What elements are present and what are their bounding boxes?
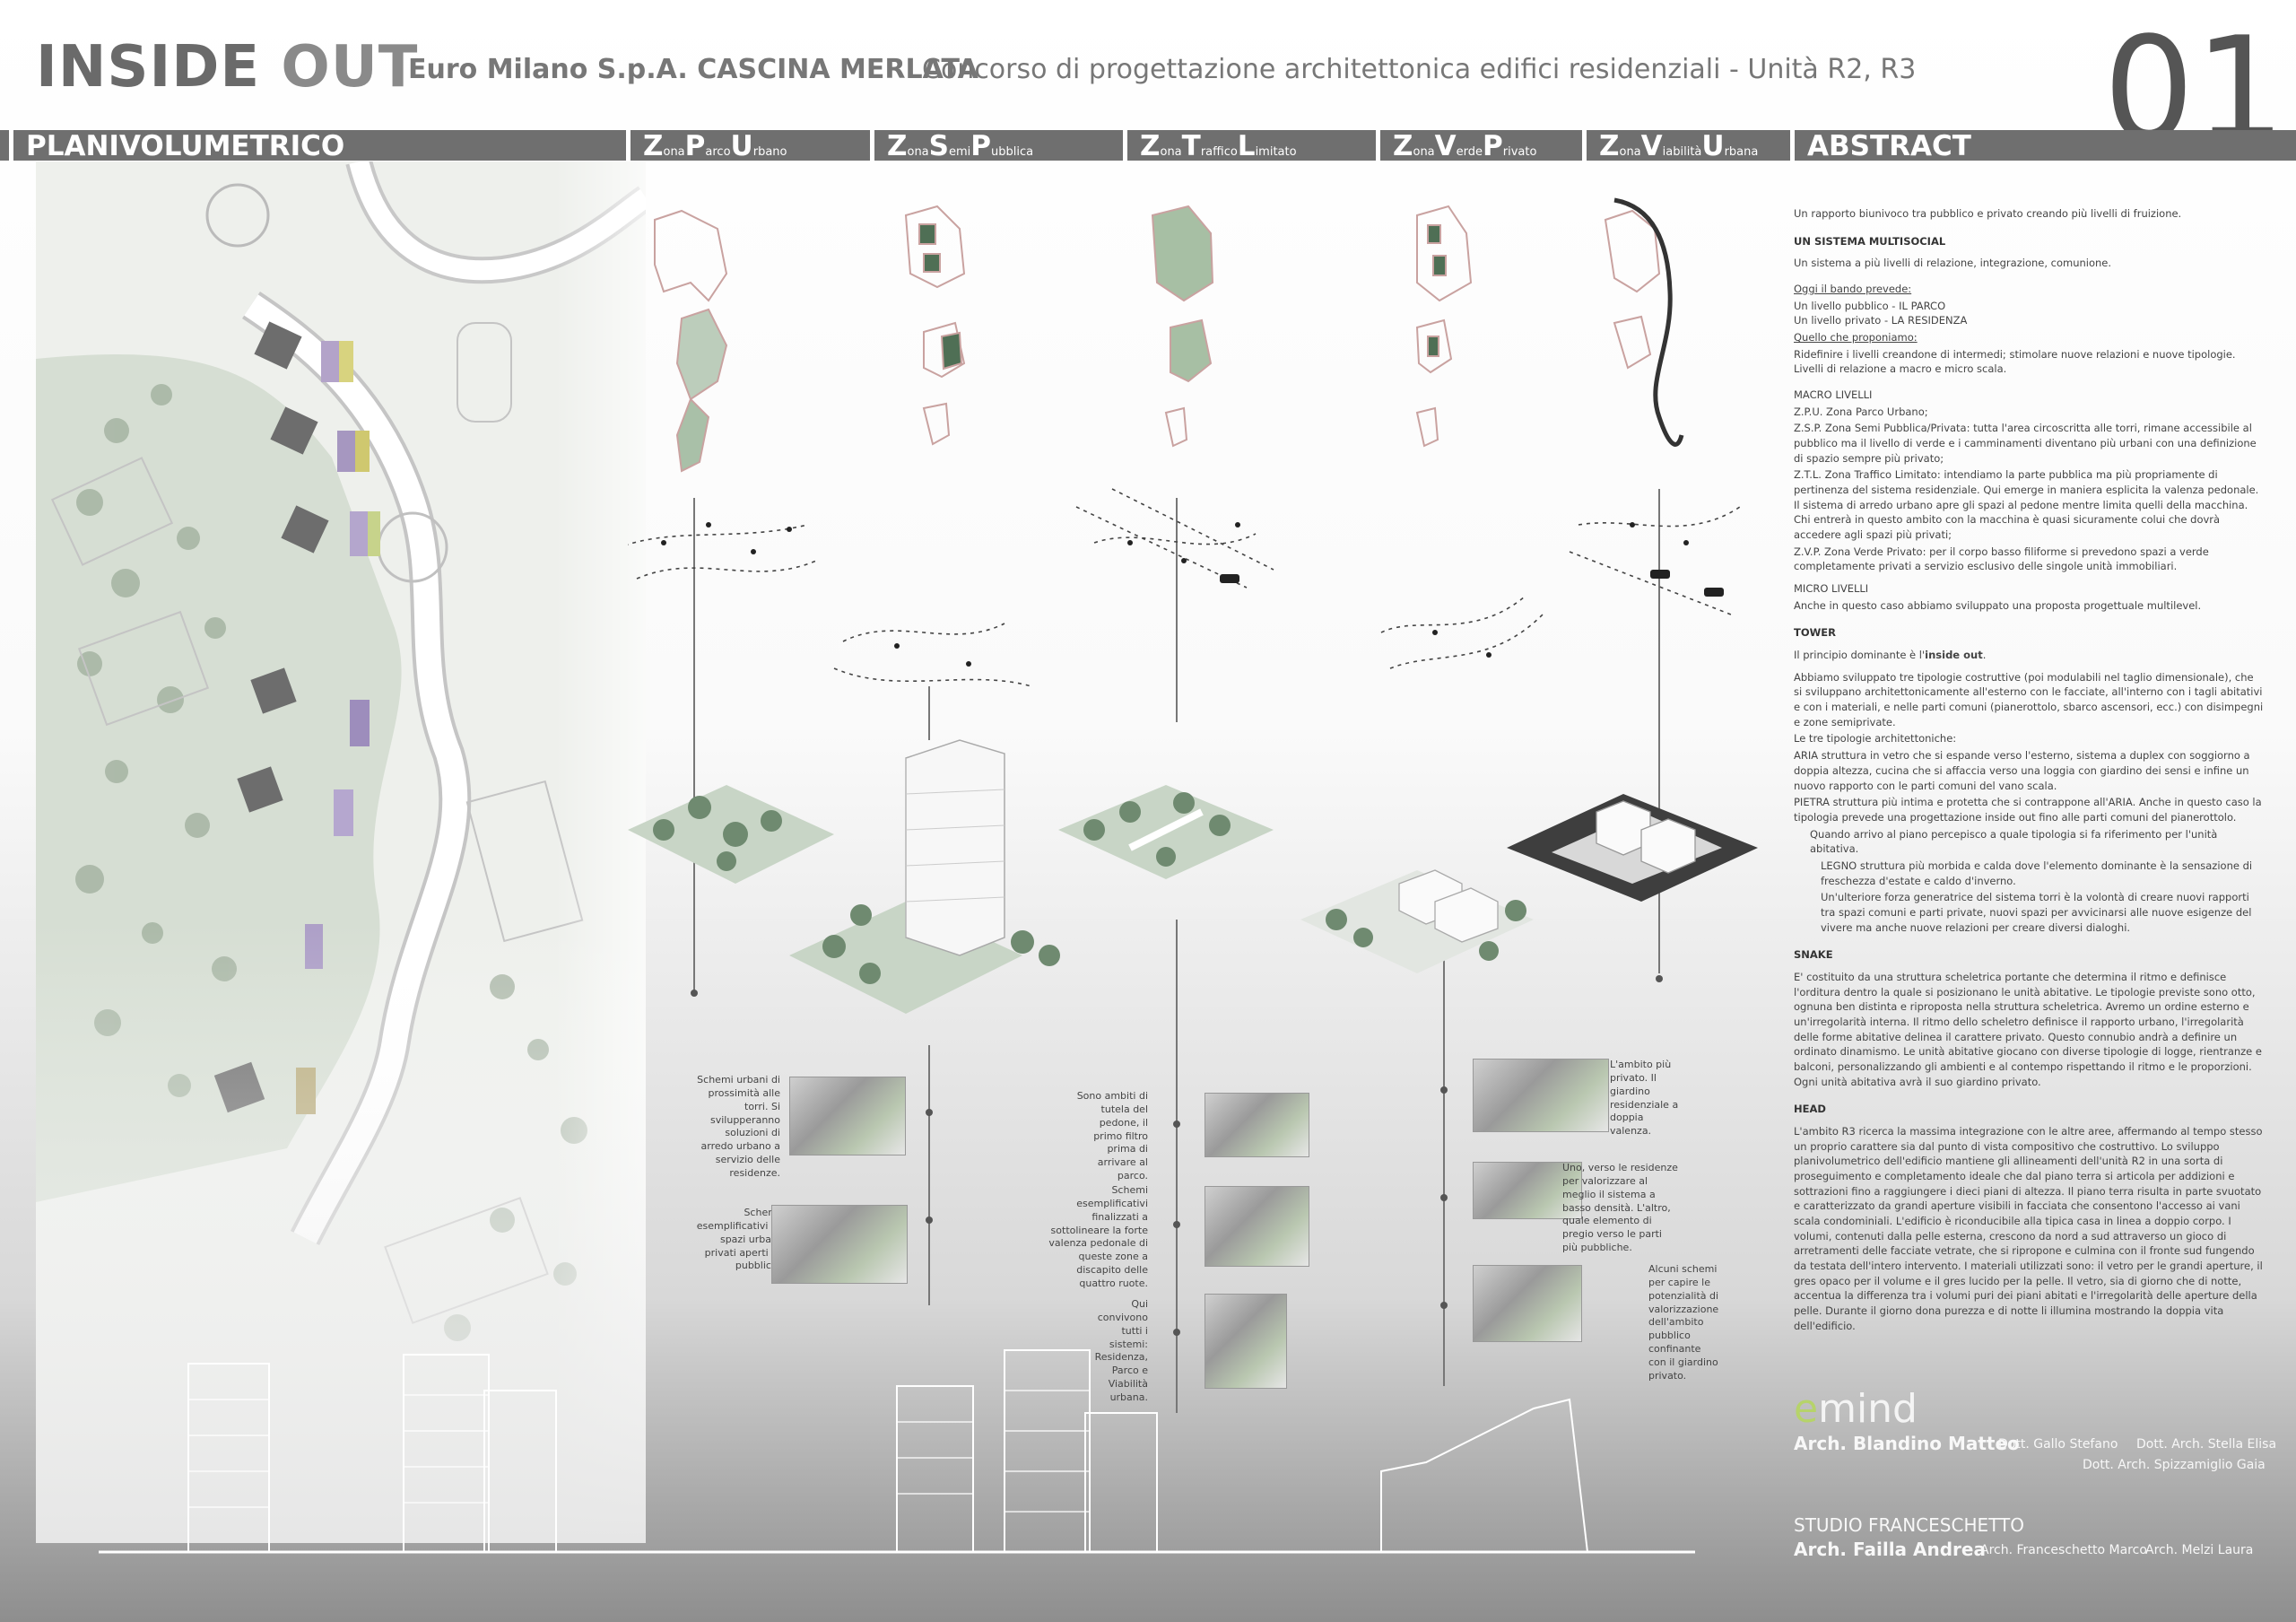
micro-text: Anche in questo caso abbiamo sviluppato …	[1794, 598, 2202, 612]
bando-2: Un livello privato - LA RESIDENZA	[1794, 314, 1968, 327]
section-band: PLANIVOLUMETRICO ZonaParcoUrbano ZonaSem…	[0, 130, 2296, 162]
macro-zpu: Z.P.U. Zona Parco Urbano;	[1794, 405, 1928, 418]
label-planivolumetrico: PLANIVOLUMETRICO	[9, 130, 619, 162]
site-plan-map	[36, 161, 646, 1543]
label-zone-zvp: ZonaVerdePrivato	[1376, 130, 1582, 162]
photo-zpu-1	[789, 1077, 906, 1155]
zones-diagram	[628, 197, 1758, 1413]
macro-zsp: Z.S.P. Zona Semi Pubblica/Privata: tutta…	[1794, 422, 2257, 465]
macro-ztl: Z.T.L. Zona Traffico Limitato: intendiam…	[1794, 468, 2259, 542]
contest-title: Concorso di progettazione architettonica…	[922, 54, 1917, 85]
tower-text: Abbiamo sviluppato tre tipologie costrut…	[1794, 670, 2264, 728]
zvu-outline	[1604, 197, 1684, 447]
caption-zvp-2: Uno, verso le residenze per valorizzare …	[1562, 1162, 1678, 1254]
macro-heading: MACRO LIVELLI	[1794, 388, 1873, 402]
label-zone-zpu: ZonaParcoUrbano	[626, 130, 870, 162]
photo-ztl-3	[1205, 1294, 1287, 1389]
label-zone-zsp: ZonaSemiPubblica	[870, 130, 1123, 162]
abstract-text: Un rapporto biunivoco tra pubblico e pri…	[1794, 206, 2265, 1340]
caption-zvp-1: L'ambito più privato. Il giardino reside…	[1610, 1059, 1679, 1138]
snake-text: E' costituito da una struttura scheletri…	[1794, 970, 2262, 1088]
label-zone-ztl: ZonaTrafficoLimitato	[1123, 130, 1376, 162]
credit-1: Dott. Gallo Stefano	[1998, 1437, 2118, 1452]
credit-5: Arch. Melzi Laura	[2145, 1543, 2254, 1557]
title-out: OUT	[281, 34, 419, 100]
credit-studio: STUDIO FRANCESCHETTO	[1794, 1514, 2024, 1536]
photo-zvp-2	[1473, 1162, 1582, 1219]
zpu-axo	[628, 785, 834, 884]
type-quando: Quando arrivo al piano percepisco a qual…	[1810, 827, 2218, 856]
label-zone-zvu: ZonaViabilitàUrbana	[1582, 130, 1790, 162]
multisocial-text: Un sistema a più livelli di relazione, i…	[1794, 257, 2112, 270]
caption-ztl-1: Sono ambiti di tutela del pedone, il pri…	[1076, 1090, 1148, 1182]
caption-zpu-2: Schemi esemplificativi di spazi urbani p…	[696, 1207, 780, 1272]
caption-zvp-3: Alcuni schemi per capire le potenzialità…	[1648, 1263, 1719, 1382]
label-abstract: ABSTRACT	[1790, 130, 2095, 162]
credit-4: Arch. Franceschetto Marco	[1980, 1543, 2147, 1557]
proposta-heading: Quello che proponiamo:	[1794, 331, 1918, 344]
type-legno: LEGNO struttura più morbida e calda dove…	[1821, 859, 2253, 887]
photo-ztl-1	[1205, 1093, 1309, 1157]
tower-ulteriore: Un'ulteriore forza generatrice del siste…	[1821, 891, 2252, 934]
circulation-sketches	[628, 488, 1741, 687]
guide-dots	[691, 975, 1663, 1336]
tower-principle: Il principio dominante è l'inside out.	[1794, 649, 1987, 662]
proposta-1: Ridefinire i livelli creandone di interm…	[1794, 347, 2236, 361]
photo-zvp-1	[1473, 1059, 1609, 1132]
caption-ztl-2: Schemi esemplificativi finalizzati a sot…	[1048, 1184, 1148, 1289]
head-heading: HEAD	[1794, 1103, 1826, 1116]
people-figures	[661, 522, 1724, 667]
skyline-elevation	[99, 1349, 1695, 1554]
macro-zvp: Z.V.P. Zona Verde Privato: per il corpo …	[1794, 545, 2209, 573]
zvu-axo	[1507, 794, 1758, 902]
credit-lead: Arch. Blandino Matteo	[1794, 1433, 2020, 1454]
photo-ztl-2	[1205, 1186, 1309, 1267]
zvp-axo	[1300, 869, 1534, 973]
credit-3: Dott. Arch. Spizzamiglio Gaia	[2083, 1458, 2266, 1472]
credit-lead-2: Arch. Failla Andrea	[1794, 1539, 1986, 1560]
zsp-axo	[789, 739, 1060, 1014]
ztl-axo	[1058, 785, 1274, 879]
snake-heading: SNAKE	[1794, 948, 1833, 962]
project-title: INSIDE OUT	[36, 34, 418, 100]
zsp-outline	[904, 205, 966, 446]
title-inside: INSIDE	[36, 34, 261, 100]
type-pietra: PIETRA struttura più intima e protetta c…	[1794, 796, 2262, 824]
bando-1: Un livello pubblico - IL PARCO	[1794, 299, 1946, 312]
bando-heading: Oggi il bando prevede:	[1794, 283, 1912, 296]
zpu-outline	[654, 209, 728, 473]
emind-logo: emind	[1794, 1386, 1918, 1432]
multisocial-heading: UN SISTEMA MULTISOCIAL	[1794, 234, 1946, 248]
tower-types: Le tre tipologie architettoniche:	[1794, 732, 1957, 746]
ztl-outline	[1151, 205, 1214, 448]
credit-2: Dott. Arch. Stella Elisa	[2136, 1437, 2277, 1452]
client-title: Euro Milano S.p.A. CASCINA MERLATA	[408, 54, 978, 85]
type-aria: ARIA struttura in vetro che si espande v…	[1794, 749, 2250, 792]
proposta-2: Livelli di relazione a macro e micro sca…	[1794, 362, 2007, 376]
tower-heading: TOWER	[1794, 626, 1837, 640]
photo-zvp-3	[1473, 1265, 1582, 1342]
micro-heading: MICRO LIVELLI	[1794, 582, 1869, 596]
caption-ztl-3: Qui convivono tutti i sistemi: Residenza…	[1094, 1298, 1148, 1403]
zvp-outline	[1415, 205, 1473, 448]
photo-zpu-2	[771, 1205, 908, 1284]
abstract-intro: Un rapporto biunivoco tra pubblico e pri…	[1794, 207, 2182, 220]
caption-zpu-1: Schemi urbani di prossimità alle torri. …	[697, 1074, 780, 1179]
head-text: L'ambito R3 ricerca la massima integrazi…	[1794, 1124, 2263, 1332]
